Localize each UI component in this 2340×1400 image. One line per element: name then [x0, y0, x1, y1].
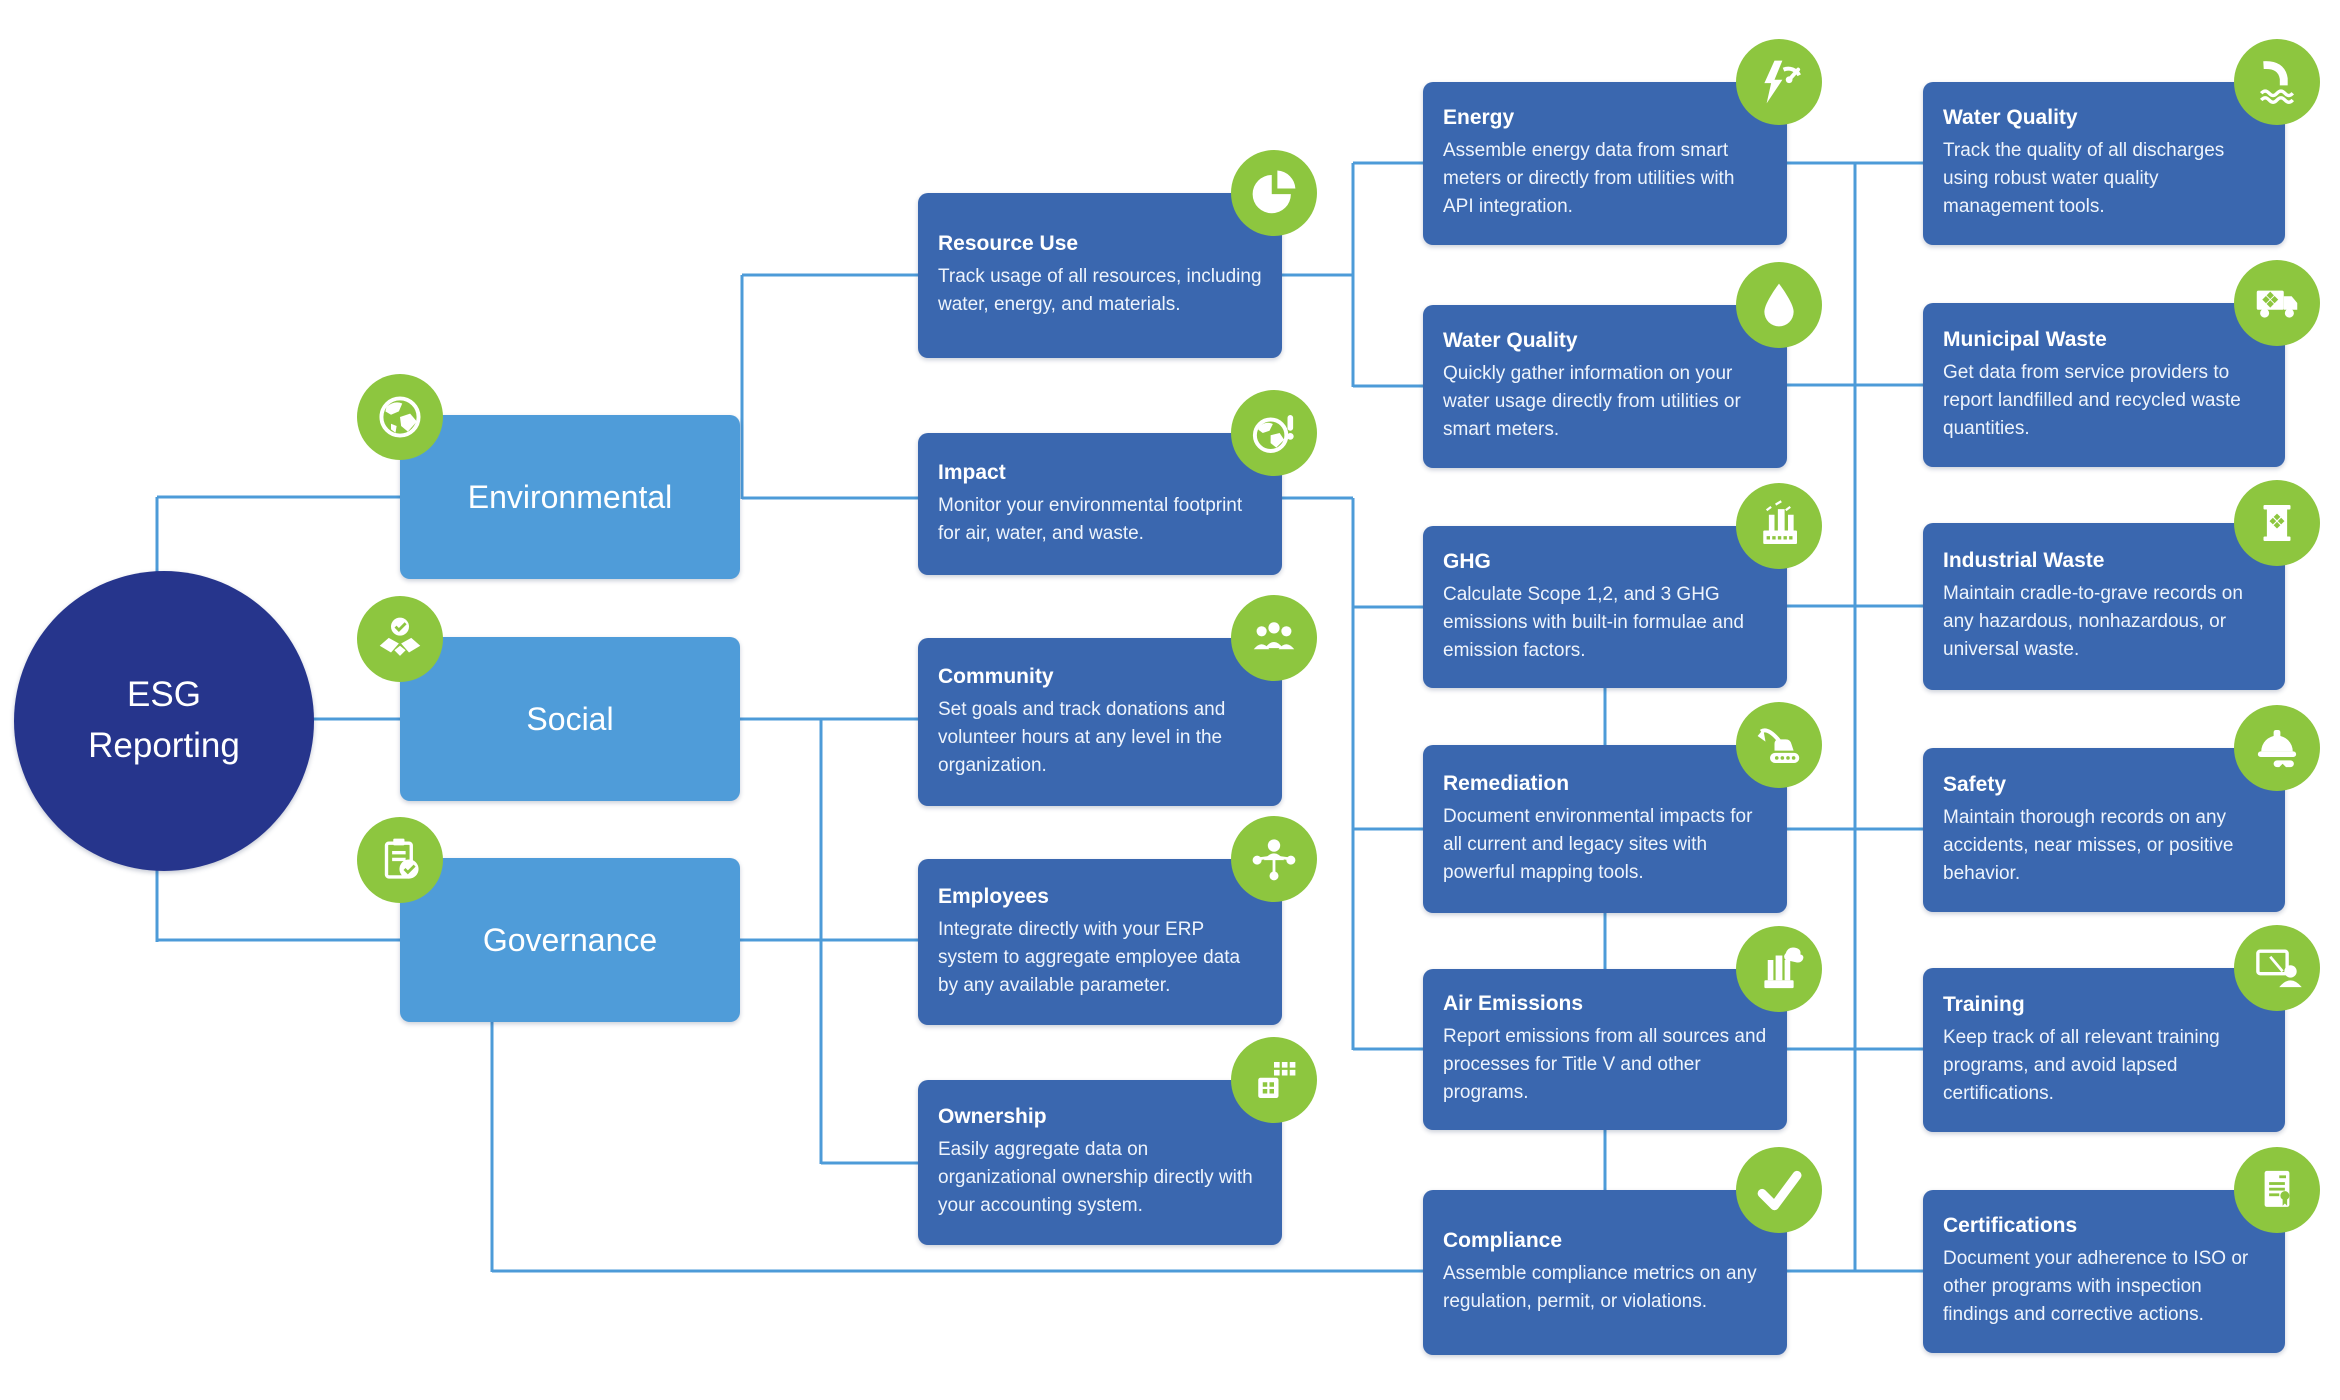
pie-chart-icon	[1231, 150, 1317, 236]
node-training: Training Keep track of all relevant trai…	[1923, 925, 2320, 1132]
node-title: Safety	[1943, 772, 2007, 796]
node-description: Quickly gather information on your water…	[1443, 363, 1741, 440]
node-description: Calculate Scope 1,2, and 3 GHG emissions…	[1443, 583, 1744, 661]
node-description: Monitor your environmental footprint for…	[938, 494, 1243, 544]
node-description: Assemble compliance metrics on any regul…	[1443, 1263, 1757, 1312]
excavator-icon	[1736, 702, 1822, 788]
node-water-quality-discharge: Water Quality Track the quality of all d…	[1923, 39, 2320, 245]
category-label: Social	[526, 700, 614, 737]
category-label: Governance	[482, 921, 658, 958]
factory-icon	[1736, 483, 1822, 569]
node-title: Certifications	[1943, 1214, 2078, 1237]
org-building-icon	[1231, 1037, 1317, 1123]
people-group-icon	[1231, 595, 1317, 681]
water-droplet-icon	[1736, 262, 1822, 348]
node-title: Compliance	[1443, 1229, 1563, 1252]
waste-truck-icon	[2234, 260, 2320, 346]
water-discharge-icon	[2234, 39, 2320, 125]
node-impact: Impact Monitor your environmental footpr…	[918, 390, 1317, 575]
root-node-esg-reporting: ESG Reporting	[14, 571, 314, 871]
node-title: Municipal Waste	[1943, 327, 2107, 351]
node-description: Easily aggregate data on organizational …	[938, 1139, 1253, 1216]
handshake-check-icon	[357, 596, 443, 682]
node-description: Integrate directly with your ERP system …	[938, 918, 1241, 996]
node-description: Track usage of all resources, including …	[938, 266, 1262, 315]
node-air-emissions: Air Emissions Report emissions from all …	[1423, 926, 1822, 1130]
node-title: Community	[938, 664, 1054, 688]
node-municipal-waste: Municipal Waste Get data from service pr…	[1923, 260, 2320, 467]
node-employees: Employees Integrate directly with your E…	[918, 816, 1317, 1025]
node-description: Document your adherence to ISO or other …	[1943, 1248, 2249, 1325]
node-title: Training	[1943, 992, 2025, 1016]
node-ownership: Ownership Easily aggregate data on organ…	[918, 1037, 1317, 1245]
checkmark-icon	[1736, 1147, 1822, 1233]
node-title: Water Quality	[1943, 106, 2078, 129]
node-title: Energy	[1443, 106, 1515, 129]
node-title: Impact	[938, 460, 1006, 484]
node-compliance: Compliance Assemble compliance metrics o…	[1423, 1147, 1822, 1355]
hard-hat-icon	[2234, 705, 2320, 791]
node-title: Ownership	[938, 1105, 1047, 1128]
node-safety: Safety Maintain thorough records on any …	[1923, 705, 2320, 912]
smokestack-icon	[1736, 926, 1822, 1012]
node-description: Track the quality of all discharges usin…	[1943, 140, 2225, 217]
node-water-quality-usage: Water Quality Quickly gather information…	[1423, 262, 1822, 468]
node-title: Remediation	[1443, 771, 1570, 795]
node-description: Report emissions from all sources and pr…	[1443, 1026, 1767, 1103]
node-ghg: GHG Calculate Scope 1,2, and 3 GHG emiss…	[1423, 483, 1822, 688]
node-title: Air Emissions	[1443, 992, 1584, 1015]
energy-gauge-icon	[1736, 39, 1822, 125]
node-resource-use: Resource Use Track usage of all resource…	[918, 150, 1317, 358]
category-governance: Governance	[357, 817, 740, 1022]
node-description: Set goals and track donations and volunt…	[938, 698, 1226, 776]
node-remediation: Remediation Document environmental impac…	[1423, 702, 1822, 913]
node-description: Assemble energy data from smart meters o…	[1443, 140, 1735, 217]
node-community: Community Set goals and track donations …	[918, 595, 1317, 806]
node-description: Maintain thorough records on any acciden…	[1943, 806, 2234, 884]
node-title: Industrial Waste	[1943, 549, 2105, 572]
category-social: Social	[357, 596, 740, 801]
node-description: Document environmental impacts for all c…	[1443, 805, 1753, 883]
waste-drum-icon	[2234, 480, 2320, 566]
category-environmental: Environmental	[357, 374, 740, 579]
node-title: Employees	[938, 884, 1049, 908]
training-presentation-icon	[2234, 925, 2320, 1011]
globe-icon	[357, 374, 443, 460]
category-label: Environmental	[467, 478, 673, 515]
certificate-icon	[2234, 1147, 2320, 1233]
globe-alert-icon	[1231, 390, 1317, 476]
node-description: Get data from service providers to repor…	[1943, 361, 2241, 439]
person-network-icon	[1231, 816, 1317, 902]
node-title: Resource Use	[938, 232, 1079, 255]
node-title: GHG	[1443, 549, 1491, 573]
node-description: Keep track of all relevant training prog…	[1943, 1026, 2220, 1104]
root-label: ESG Reporting	[88, 675, 240, 765]
node-industrial-waste: Industrial Waste Maintain cradle-to-grav…	[1923, 480, 2320, 690]
node-certifications: Certifications Document your adherence t…	[1923, 1147, 2320, 1353]
node-energy: Energy Assemble energy data from smart m…	[1423, 39, 1822, 245]
node-description: Maintain cradle-to-grave records on any …	[1943, 583, 2243, 660]
clipboard-check-icon	[357, 817, 443, 903]
node-title: Water Quality	[1443, 329, 1578, 352]
